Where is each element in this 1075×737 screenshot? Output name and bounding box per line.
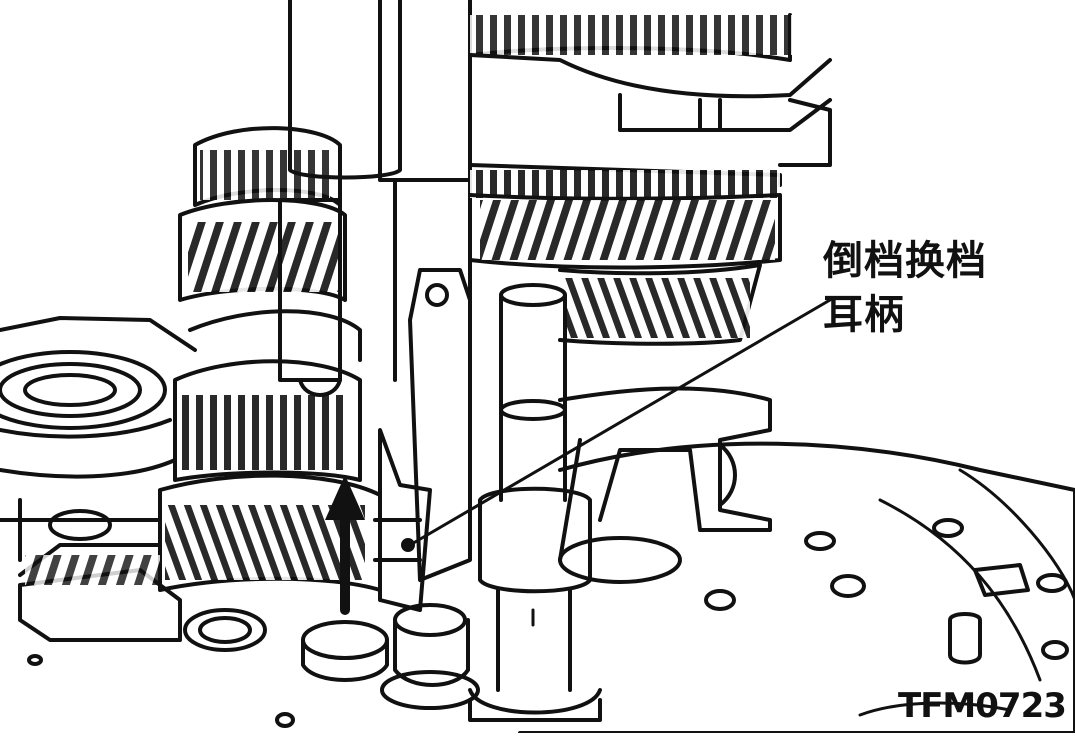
main-shaft	[278, 0, 472, 397]
shift-fork	[558, 386, 772, 562]
housing-plate	[518, 441, 1075, 735]
callout-label-line1: 倒档换档	[823, 238, 987, 284]
counter-gear-stack	[18, 126, 382, 592]
up-arrow-icon	[325, 475, 365, 615]
callout-leader-line	[408, 298, 832, 547]
lower-bosses	[183, 536, 682, 728]
left-housing	[0, 316, 197, 666]
shift-rod	[468, 283, 602, 722]
figure-code: TFM0723	[898, 686, 1067, 726]
synchronizer-gear-set	[468, 13, 832, 346]
callout-label-line2: 耳柄	[823, 292, 905, 338]
reverse-shift-lug	[373, 268, 472, 612]
